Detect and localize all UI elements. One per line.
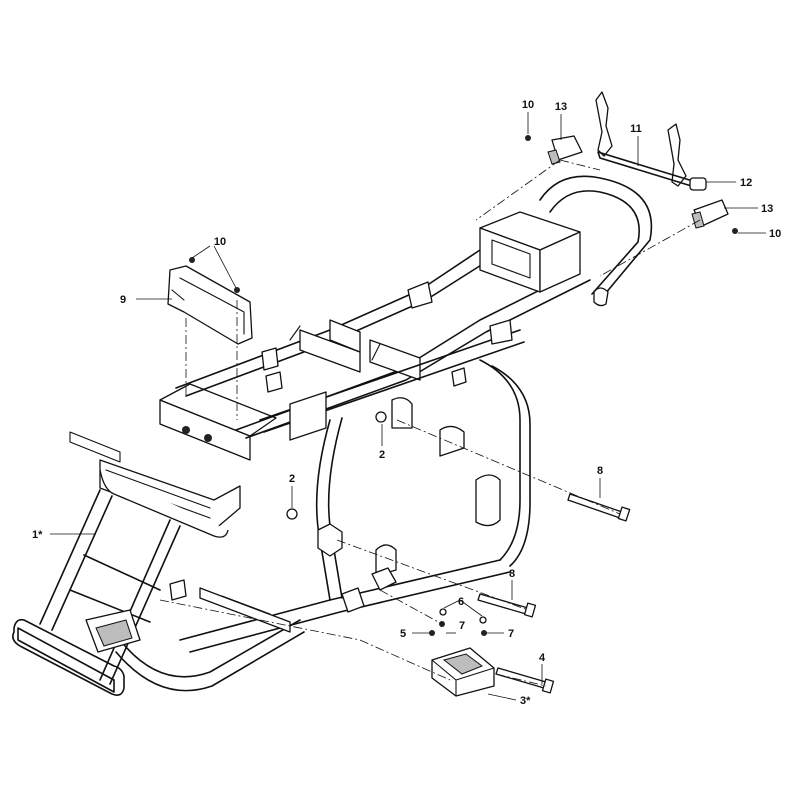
callout-3: 3* (520, 695, 531, 707)
callout-2-upper: 2 (379, 449, 385, 461)
bolt-10-front-left (189, 257, 195, 263)
part-8-upper-bolt (567, 493, 631, 522)
callout-8-lower: 8 (509, 568, 515, 580)
part-3-engine-mount (431, 647, 495, 697)
callout-4: 4 (539, 652, 546, 664)
part-11-rear-rod (595, 91, 699, 189)
part-8-lower-bolt (477, 593, 537, 618)
callout-7-left: 7 (459, 620, 465, 632)
callout-13-rear-left: 13 (555, 101, 567, 113)
part-7-nut-right (481, 630, 487, 636)
part-9-bracket (167, 265, 253, 345)
leader-lines (50, 112, 766, 701)
part-13-rear-right-plate (691, 199, 729, 229)
bolt-10-rear-right (732, 228, 738, 234)
part-4-bolt (495, 667, 555, 694)
callout-11: 11 (630, 123, 642, 135)
part-12-collar (689, 177, 707, 191)
part-6-washer-right (479, 616, 487, 624)
assembly-guide-lines (159, 159, 701, 687)
bolt-10-rear-left (525, 135, 531, 141)
callout-10-front: 10 (214, 236, 226, 248)
part-13-rear-left-plate (547, 135, 583, 165)
callout-2-lower: 2 (289, 473, 295, 485)
main-frame (12, 175, 653, 696)
callout-5: 5 (400, 628, 406, 640)
bolt-10-front-right (234, 287, 240, 293)
callout-10-rear-left: 10 (522, 99, 534, 111)
callout-9: 9 (120, 294, 126, 306)
part-2-bushings (286, 411, 387, 520)
callout-1: 1* (32, 529, 43, 541)
callout-7-right: 7 (508, 628, 514, 640)
callout-labels: 10 13 11 12 13 10 10 9 2 2 8 1* 8 6 5 7 … (32, 99, 781, 707)
part-5-washer (429, 630, 435, 636)
callout-8-upper: 8 (597, 465, 603, 477)
callout-12: 12 (740, 177, 752, 189)
callout-10-rear-right: 10 (769, 228, 781, 240)
callout-6: 6 (458, 596, 464, 608)
callout-13-rear-right: 13 (761, 203, 773, 215)
part-6-washer-left (439, 608, 447, 616)
